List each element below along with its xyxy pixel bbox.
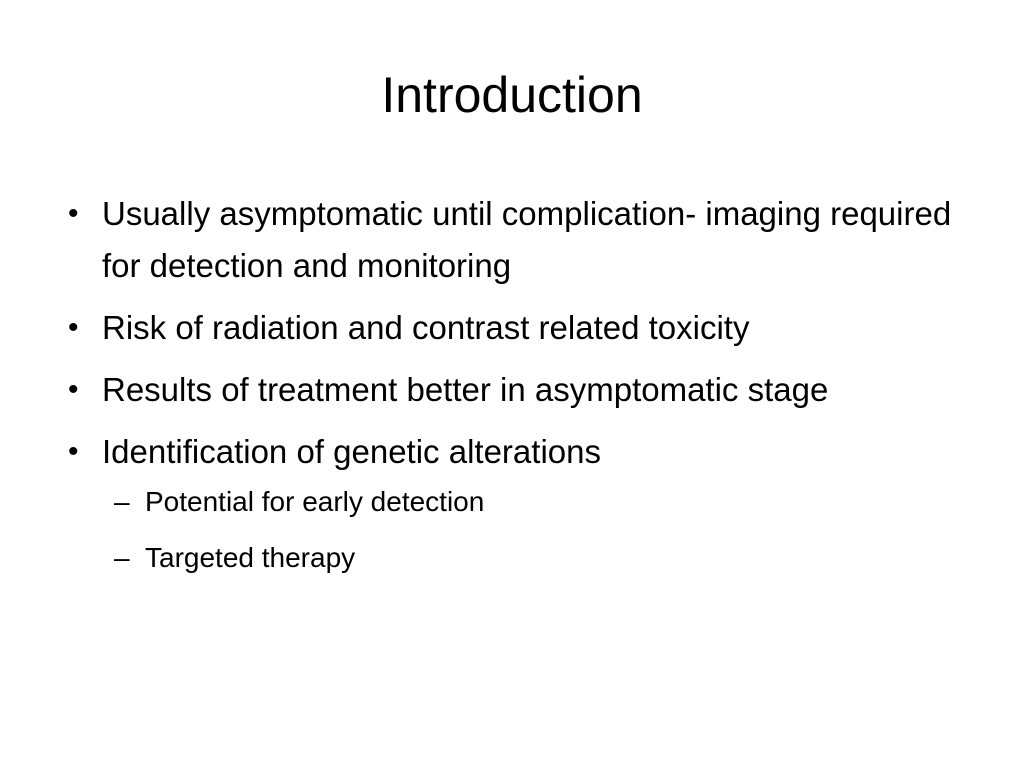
- bullet-marker: •: [68, 435, 79, 468]
- sub-bullet-text: Potential for early detection: [145, 486, 485, 517]
- sub-bullet-text: Targeted therapy: [145, 542, 356, 573]
- bullet-item: • Usually asymptomatic until complicatio…: [60, 188, 980, 292]
- sub-bullet-list: – Potential for early detection – Target…: [102, 480, 980, 580]
- bullet-text: Identification of genetic alterations: [102, 433, 601, 470]
- sub-bullet-marker: –: [114, 542, 130, 573]
- bullet-item: • Risk of radiation and contrast related…: [60, 302, 980, 354]
- bullet-text: Results of treatment better in asymptoma…: [102, 371, 829, 408]
- bullet-item: • Results of treatment better in asympto…: [60, 364, 980, 416]
- sub-bullet-marker: –: [114, 486, 130, 517]
- slide-title: Introduction: [381, 67, 643, 123]
- bullet-text: Usually asymptomatic until complication-…: [102, 195, 952, 284]
- bullet-list: • Usually asymptomatic until complicatio…: [60, 188, 980, 592]
- bullet-marker: •: [68, 197, 79, 230]
- bullet-marker: •: [68, 373, 79, 406]
- sub-bullet-item: – Targeted therapy: [102, 536, 980, 580]
- sub-bullet-item: – Potential for early detection: [102, 480, 980, 524]
- bullet-marker: •: [68, 311, 79, 344]
- bullet-item: • Identification of genetic alterations …: [60, 426, 980, 580]
- bullet-text: Risk of radiation and contrast related t…: [102, 309, 750, 346]
